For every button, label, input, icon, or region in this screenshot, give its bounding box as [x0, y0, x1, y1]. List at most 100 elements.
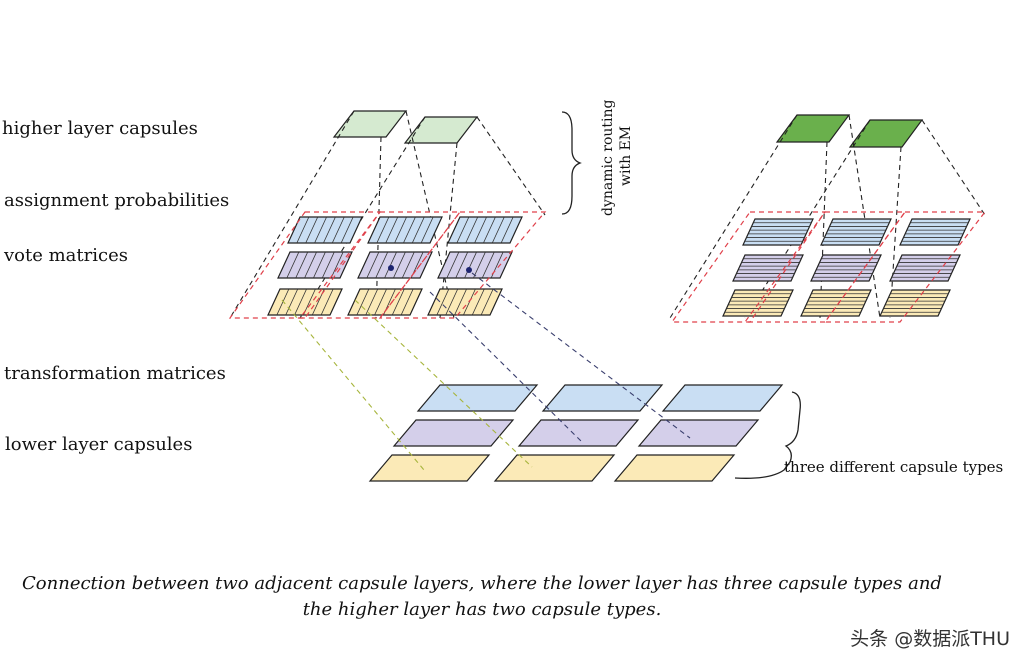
watermark: 头条 @数据派THU: [850, 628, 1010, 650]
left-vote-matrix-r1-c1-hatch-5: [401, 251, 415, 279]
left-vote-matrix-r0-c1-hatch-4: [403, 216, 416, 244]
left-vote-matrix-r0-c2-hatch-2: [465, 216, 479, 244]
left-higher-capsule-2: [403, 116, 479, 144]
routing-note-line-1: dynamic routing: [600, 99, 616, 216]
left-vote-matrix-r0-c2-hatch-3: [474, 216, 487, 244]
left-vote-matrix-r0-c1-hatch-5: [411, 216, 425, 244]
right-vote-matrix-r0-c1: [820, 218, 892, 246]
left-vote-matrix-r1-c2-hatch-3: [464, 251, 477, 279]
transformation-matrix-purple-r1-c0: [392, 419, 515, 447]
left-vote-matrix-r2-c1-hatch-6: [400, 288, 414, 316]
label-lower-layer-capsules: lower layer capsules: [5, 434, 193, 455]
left-vote-matrix-r1-c0-hatch-6: [330, 251, 344, 279]
left-vote-matrix-r2-c2: [427, 288, 503, 316]
lower-capsule-r2-c0: [368, 454, 491, 482]
left-vote-matrix-r1-c0-hatch-2: [295, 251, 309, 279]
left-vote-matrix-r1-c2: [437, 251, 513, 279]
left-vote-matrix-r0-c0-hatch-3: [314, 216, 327, 244]
left-vote-matrix-r1-c2-hatch-4: [473, 251, 486, 279]
left-vote-matrix-r1-c0-hatch-1: [286, 251, 300, 279]
left-vote-matrix-r2-c1-hatch-3: [374, 288, 387, 316]
transformation-matrix-r0-c0: [416, 384, 539, 412]
left-assignment-box-1: [228, 211, 382, 319]
label-transformation-matrices: transformation matrices: [4, 363, 226, 384]
left-vote-matrix-r0-c0-hatch-6: [340, 216, 354, 244]
left-vote-matrix-r0-c1-hatch-3: [394, 216, 407, 244]
routing-note-line-2: with EM: [618, 126, 634, 186]
left-vote-matrix-r2-c2-hatch-2: [445, 288, 459, 316]
right-higher-capsule-1: [775, 114, 851, 143]
left-vote-matrix-r0-c2-hatch-6: [500, 216, 514, 244]
left-vote-matrix-r0-c2-hatch-5: [491, 216, 505, 244]
capsule-types-brace: [734, 391, 801, 479]
right-proj-3: [848, 114, 881, 319]
left-vote-matrix-r1-c1-hatch-1: [366, 251, 380, 279]
right-vote-matrix-r1-c1: [810, 254, 882, 282]
right-proj-2: [819, 141, 828, 319]
left-vote-matrix-r1-c2-hatch-1: [446, 251, 460, 279]
label-three-capsule-types: three different capsule types: [784, 458, 1004, 476]
left-assignment-box-3: [378, 211, 547, 319]
left-vote-matrix-r0-c1-hatch-6: [420, 216, 434, 244]
label-higher-layer-capsules: higher layer capsules: [2, 118, 198, 139]
left-vote-matrix-r0-c1-hatch-1: [376, 216, 390, 244]
left-vote-matrix-r1-c1-hatch-4: [393, 251, 406, 279]
conn-yellow-2: [354, 299, 533, 468]
left-vote-matrix-r0-c0-hatch-5: [331, 216, 345, 244]
transformation-matrix-purple-r1-c1: [517, 419, 640, 447]
left-vote-matrix-r0-c2-hatch-4: [483, 216, 496, 244]
left-vote-matrix-r2-c0-hatch-1: [276, 288, 290, 316]
left-vote-matrix-r0-c1-hatch-2: [385, 216, 399, 244]
left-assignment-box-2: [298, 211, 462, 319]
left-vote-matrix-r1-c2-hatch-5: [481, 251, 495, 279]
left-vote-matrix-r1-c1: [357, 251, 433, 279]
left-vote-matrix-r0-c0-hatch-1: [296, 216, 310, 244]
right-higher-capsule-2: [848, 119, 924, 148]
right-proj-6: [921, 119, 986, 216]
routing-brace: [561, 111, 582, 215]
left-vote-dot-2: [466, 267, 472, 273]
label-vote-matrices: vote matrices: [4, 245, 128, 266]
left-vote-matrix-r1-c0: [277, 251, 353, 279]
left-vote-matrix-r1-c1-hatch-3: [384, 251, 397, 279]
left-proj-4: [299, 116, 426, 319]
left-vote-matrix-r2-c2-hatch-3: [454, 288, 467, 316]
conn-yellow-1: [281, 299, 425, 471]
caption-line-1: Connection between two adjacent capsule …: [22, 573, 942, 594]
label-assignment-probabilities: assignment probabilities: [4, 190, 230, 211]
right-assignment-box-2: [743, 211, 907, 323]
left-vote-matrix-r2-c2-hatch-6: [480, 288, 494, 316]
lower-capsule-r2-c2: [613, 454, 736, 482]
left-vote-matrix-r0-c0-hatch-4: [323, 216, 336, 244]
right-vote-matrix-r2-c0: [722, 289, 794, 317]
right-vote-matrix-r0-c2: [899, 218, 971, 246]
left-vote-matrix-r0-c1: [367, 216, 443, 244]
left-proj-1: [229, 110, 355, 319]
left-vote-matrix-r2-c0-hatch-3: [294, 288, 307, 316]
right-vote-matrix-r2-c2: [879, 289, 951, 317]
left-vote-matrix-r1-c0-hatch-3: [304, 251, 317, 279]
left-vote-matrix-r2-c0-hatch-6: [320, 288, 334, 316]
left-vote-matrix-r2-c2-hatch-1: [436, 288, 450, 316]
left-vote-matrix-r2-c1-hatch-1: [356, 288, 370, 316]
left-higher-capsule-1: [332, 110, 408, 138]
left-vote-matrix-r2-c2-hatch-4: [463, 288, 476, 316]
left-vote-matrix-r2-c1-hatch-2: [365, 288, 379, 316]
transformation-matrix-r0-c2: [661, 384, 784, 412]
left-vote-matrix-r1-c1-hatch-2: [375, 251, 389, 279]
left-vote-dot-1: [388, 265, 394, 271]
transformation-matrix-r0-c1: [541, 384, 664, 412]
left-vote-matrix-r0-c2: [447, 216, 523, 244]
left-vote-matrix-r1-c2-hatch-2: [455, 251, 469, 279]
left-proj-6: [476, 116, 546, 216]
left-vote-matrix-r2-c1-hatch-5: [391, 288, 405, 316]
conn-navy-2: [471, 272, 691, 439]
right-vote-matrix-r1-c0: [732, 254, 804, 282]
caption-line-2: the higher layer has two capsule types.: [302, 599, 662, 620]
left-vote-matrix-r0-c2-hatch-1: [456, 216, 470, 244]
lower-capsule-r2-c1: [493, 454, 616, 482]
right-proj-5: [889, 146, 902, 319]
right-assignment-box-3: [823, 211, 987, 323]
